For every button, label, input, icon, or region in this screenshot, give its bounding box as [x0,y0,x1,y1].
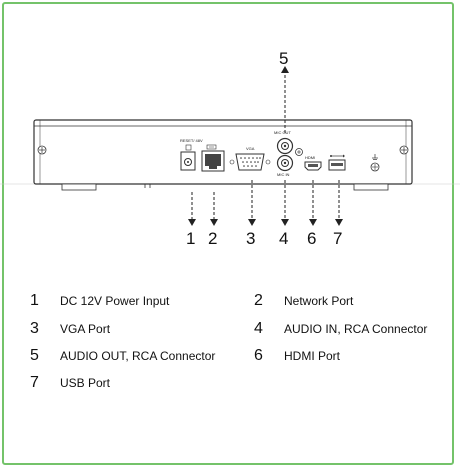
legend-item: 3 VGA Port [30,320,110,338]
legend-number: 4 [254,320,263,337]
legend-text: HDMI Port [284,349,341,363]
right-foot [353,183,389,191]
callout-6: 6 [307,180,317,248]
legend-number: 6 [254,347,263,364]
audio-out-rca-icon [276,137,294,155]
legend-number: 1 [30,292,39,309]
legend-text: AUDIO OUT, RCA Connector [60,349,216,363]
legend-item: 1 DC 12V Power Input [30,292,169,310]
legend-text: VGA Port [60,322,111,336]
callout-number-2: 2 [208,229,217,248]
callout-5: 5 [279,49,289,134]
hdmi-port-icon [304,161,322,171]
callout-4: 4 [279,180,289,248]
legend-number: 2 [254,292,263,309]
legend-text: Network Port [284,294,354,308]
mic-out-label: MIC OUT [274,130,291,135]
right-screw-icon [399,145,409,155]
legend-item: 5 AUDIO OUT, RCA Connector [30,347,215,365]
ground-symbol-icon [370,154,380,172]
audio-in-rca-icon [276,154,294,172]
legend-item: 2 Network Port [254,292,353,310]
dc-power-port-icon [180,151,196,171]
usb-port-icon [328,159,346,171]
legend-text: AUDIO IN, RCA Connector [284,322,428,336]
legend-item: 6 HDMI Port [254,347,340,365]
ground-screw-icon [295,148,303,156]
legend-item: 7 USB Port [30,374,110,392]
reset-button [185,144,192,151]
left-foot [61,183,97,191]
legend-item: 4 AUDIO IN, RCA Connector [254,320,427,338]
left-screw-icon [37,145,47,155]
callout-1: 1 [186,192,196,248]
callout-number-4: 4 [279,229,288,248]
mic-in-label: MIC IN [277,172,290,177]
legend-number: 3 [30,320,39,337]
callout-number-1: 1 [186,229,195,248]
callout-2: 2 [208,192,218,248]
nvr-rear-panel: RESET/ 48V VGA MIC OUT [33,119,413,191]
callout-number-6: 6 [307,229,316,248]
bottom-callouts: 1 2 3 4 6 7 [186,180,343,248]
network-port-icon [201,144,225,172]
vga-label: VGA [246,146,255,151]
vga-port-icon: VGA [229,146,271,171]
callout-7: 7 [333,180,343,248]
callout-number-7: 7 [333,229,342,248]
legend-number: 5 [30,347,39,364]
legend-number: 7 [30,374,39,391]
legend-text: DC 12V Power Input [60,294,170,308]
hdmi-label: HDMI [305,155,315,160]
reset-label: RESET/ 48V [180,138,203,143]
callout-number-3: 3 [246,229,255,248]
diagram-frame [2,2,454,465]
callout-3: 3 [246,180,256,248]
usb-icon [330,154,345,158]
callout-number-5: 5 [279,49,288,68]
legend-text: USB Port [60,376,111,390]
